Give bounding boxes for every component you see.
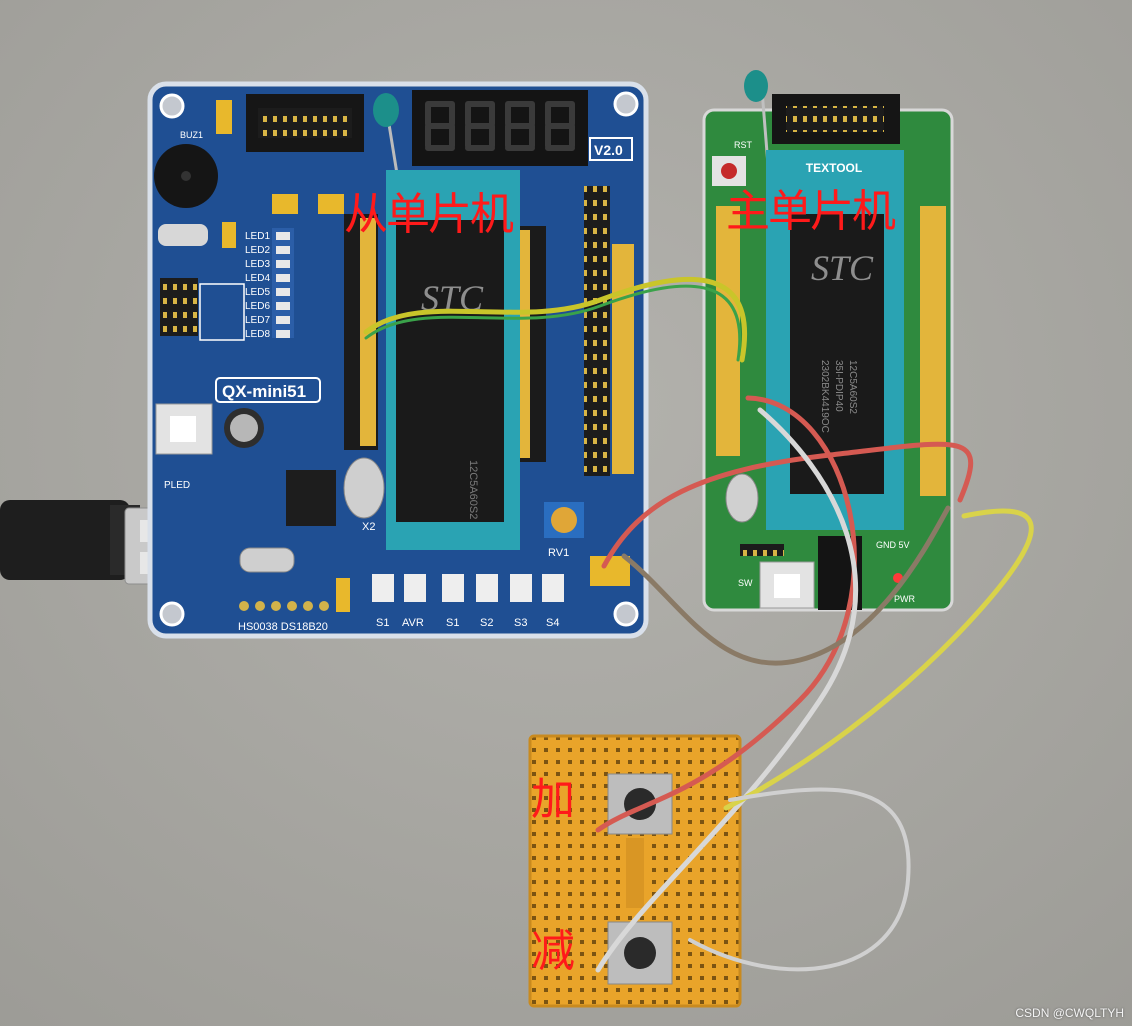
breadboard-button-minus — [607, 921, 673, 985]
led-label: LED6 — [245, 301, 270, 312]
slave-mcu-label: 从单片机 — [344, 189, 514, 240]
crystal-x2 — [343, 457, 385, 519]
crystal-label: X2 — [362, 521, 375, 533]
led-label: LED2 — [245, 245, 270, 256]
tactile-buttons — [372, 574, 564, 602]
led-label: LED7 — [245, 315, 270, 326]
plus-button-label: 加 — [531, 774, 575, 825]
wire-green-yellow — [363, 276, 747, 363]
key-label-s4: S4 — [546, 617, 559, 629]
pot-label: RV1 — [548, 547, 569, 559]
slave-chip-model: 12C5A60S2 — [467, 460, 479, 519]
master-gnd-label: GND 5V — [876, 540, 910, 550]
led-label: LED1 — [245, 231, 270, 242]
master-pwr-label: PWR — [894, 594, 915, 604]
master-chip-brand: STC — [811, 248, 874, 288]
key-label-s2: S2 — [480, 617, 493, 629]
led-label: LED8 — [245, 329, 270, 340]
version-label: V2.0 — [594, 142, 623, 158]
master-sw-label: SW — [738, 578, 753, 588]
wire-brown — [621, 505, 951, 666]
led-label: LED4 — [245, 273, 270, 284]
key-label-s3: S3 — [514, 617, 527, 629]
key-label-avr: AVR — [402, 617, 424, 629]
wire-red-long — [595, 395, 857, 833]
buzzer-label: BUZ1 — [180, 130, 203, 140]
master-mcu-label: 主单片机 — [726, 186, 896, 237]
wire-white — [595, 407, 859, 973]
jumper-wires — [363, 276, 1034, 973]
master-chip-socket: TEXTOOL STC 12C5A60S2 35I-PDIP40 2302BK4… — [766, 150, 904, 530]
ceramic-capacitor — [373, 93, 399, 127]
slave-board: BUZ1 V2.0 — [147, 81, 649, 639]
wire-yellow — [723, 508, 1034, 811]
seven-segment-display — [412, 90, 588, 166]
mini-breadboard — [528, 734, 742, 1008]
master-board: RST TEXTOOL STC 12C5A60S2 35I-PDIP40 230… — [702, 70, 954, 612]
master-rst-label: RST — [734, 140, 753, 150]
minus-button-label: 减 — [531, 926, 575, 977]
master-chip-model: 12C5A60S2 — [847, 360, 858, 414]
wire-white-loop — [688, 787, 911, 972]
socket-brand: TEXTOOL — [806, 161, 862, 175]
master-chip-code: 2302BK4419OC — [819, 360, 830, 433]
led-label: LED3 — [245, 259, 270, 270]
sensor-header-label: HS0038 DS18B20 — [238, 621, 328, 633]
breadboard-button-plus — [607, 773, 673, 835]
key-label-s1a: S1 — [376, 617, 389, 629]
key-label-s1: S1 — [446, 617, 459, 629]
watermark: CSDN @CWQLTYH — [1015, 1006, 1124, 1020]
slave-chip-socket: STC 12C5A60S2 — [386, 170, 520, 550]
master-chip-package: 35I-PDIP40 — [833, 360, 844, 412]
led-column — [272, 228, 294, 338]
board-name-label: QX-mini51 — [222, 382, 306, 401]
pled-label: PLED — [164, 480, 190, 491]
led-label: LED5 — [245, 287, 270, 298]
